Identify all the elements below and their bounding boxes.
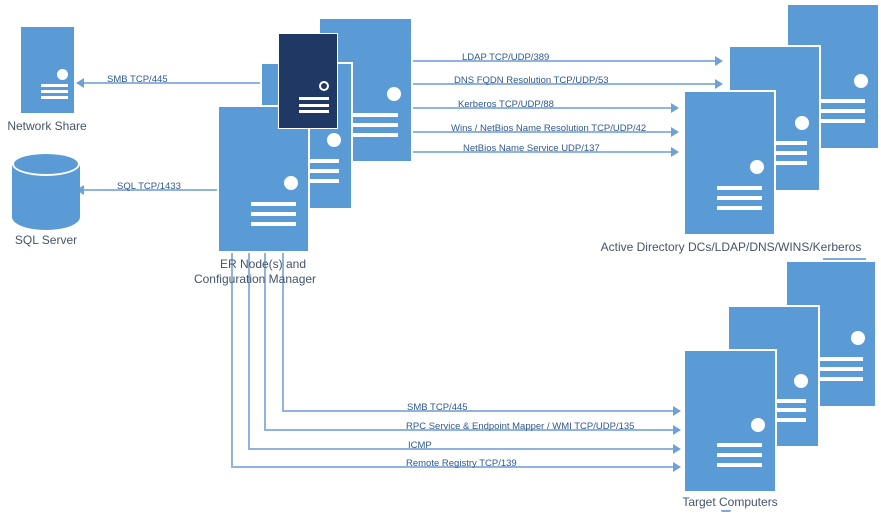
er-server-dark-icon: [278, 33, 338, 129]
arrowhead-left-icon: [76, 78, 84, 88]
connector-smb-share: [84, 82, 260, 84]
server-slot-icon: [717, 195, 762, 200]
network-share-server-icon: [19, 25, 76, 115]
connector-smb-target: [282, 410, 673, 412]
server-slot-icon: [761, 398, 806, 403]
server-slot-icon: [352, 122, 399, 127]
server-slot-icon: [251, 222, 296, 227]
server-slot-icon: [761, 408, 806, 413]
connector-remote-registry-vertical: [231, 253, 233, 467]
server-slot-icon: [717, 443, 763, 448]
server-slot-icon: [294, 159, 339, 164]
connector-ldap: [413, 60, 717, 62]
node-label-sql-server: SQL Server: [14, 233, 78, 247]
arrow-label-smb-target: SMB TCP/445: [407, 402, 468, 413]
server-slot-icon: [40, 89, 68, 93]
server-slot-icon: [820, 109, 866, 114]
arrowhead-right-icon: [673, 444, 681, 454]
arrow-label-kerberos: Kerberos TCP/UDP/88: [458, 99, 554, 110]
er-server-front-icon: [217, 105, 310, 253]
server-dot-icon: [327, 133, 342, 148]
node-label-er-nodes-line1: ER Node(s) and: [219, 257, 307, 271]
arrow-label-rpc: RPC Service & Endpoint Mapper / WMI TCP/…: [406, 421, 635, 432]
arrow-label-dns: DNS FQDN Resolution TCP/UDP/53: [454, 75, 609, 86]
server-dot-icon: [284, 176, 299, 191]
arrowhead-right-icon: [671, 127, 679, 137]
server-slot-icon: [818, 377, 863, 382]
node-label-network-share: Network Share: [7, 119, 87, 133]
arrowhead-right-icon: [673, 462, 681, 472]
server-ring-icon: [318, 81, 329, 91]
connector-rpc: [264, 429, 673, 431]
connector-netbios: [413, 151, 671, 153]
server-slot-icon: [762, 161, 807, 166]
server-slot-icon: [818, 357, 863, 362]
arrow-label-icmp: ICMP: [408, 440, 432, 451]
arrowhead-left-icon: [76, 185, 84, 195]
arrowhead-right-icon: [671, 103, 679, 113]
server-slot-icon: [298, 96, 329, 100]
er-server-back-icon: [318, 17, 413, 163]
node-label-target-computers: Target Computers: [682, 495, 778, 509]
connector-wins: [413, 131, 671, 133]
connector-icmp: [248, 448, 673, 450]
server-slot-icon: [40, 95, 68, 99]
connector-icmp-vertical: [248, 253, 250, 449]
server-dot-icon: [794, 373, 809, 388]
connector-dns: [413, 83, 717, 85]
arrowhead-right-icon: [673, 406, 681, 416]
connector-rpc-vertical: [264, 253, 266, 430]
server-slot-icon: [294, 179, 339, 184]
server-slot-icon: [40, 83, 68, 87]
server-dot-icon: [56, 69, 68, 81]
arrow-label-smb-share: SMB TCP/445: [107, 74, 168, 85]
cylinder-top: [12, 152, 80, 176]
arrowhead-right-icon: [673, 425, 681, 435]
arrow-label-sql: SQL TCP/1433: [117, 181, 181, 192]
server-slot-icon: [298, 110, 329, 114]
underline-mark: [823, 258, 866, 260]
server-slot-icon: [352, 112, 399, 117]
arrow-label-ldap: LDAP TCP/UDP/389: [462, 52, 550, 63]
server-slot-icon: [762, 151, 807, 156]
server-slot-icon: [352, 132, 399, 137]
server-slot-icon: [294, 169, 339, 174]
server-dot-icon: [795, 115, 810, 130]
server-dot-icon: [387, 87, 401, 102]
server-slot-icon: [717, 205, 762, 210]
arrow-label-remote-registry: Remote Registry TCP/139: [406, 458, 517, 469]
server-dot-icon: [750, 160, 765, 175]
server-slot-icon: [251, 202, 296, 207]
server-dot-icon: [851, 331, 866, 346]
connector-kerberos: [413, 107, 671, 109]
server-slot-icon: [762, 141, 807, 146]
server-slot-icon: [298, 103, 329, 107]
target-server-front-icon: [683, 349, 777, 493]
arrow-label-netbios: NetBios Name Service UDP/137: [463, 143, 600, 154]
ad-server-front-icon: [683, 90, 776, 236]
server-slot-icon: [761, 418, 806, 423]
connector-remote-registry: [231, 466, 673, 468]
server-dot-icon: [854, 73, 869, 88]
server-slot-icon: [717, 463, 763, 467]
node-label-active-directory: Active Directory DCs/LDAP/DNS/WINS/Kerbe…: [600, 240, 862, 254]
server-slot-icon: [717, 185, 762, 190]
underline-mark: [721, 510, 731, 512]
connector-sql: [84, 189, 217, 191]
sql-database-icon: [12, 152, 80, 230]
server-slot-icon: [820, 119, 866, 124]
arrowhead-right-icon: [671, 147, 679, 157]
server-slot-icon: [717, 453, 763, 458]
server-slot-icon: [818, 367, 863, 372]
node-label-er-nodes-line2: Configuration Manager: [193, 272, 317, 286]
server-slot-icon: [820, 99, 866, 104]
arrowhead-right-icon: [715, 56, 723, 66]
server-slot-icon: [251, 212, 296, 217]
arrowhead-right-icon: [715, 79, 723, 89]
connector-smb-target-vertical: [282, 253, 284, 411]
server-dot-icon: [751, 418, 766, 433]
arrow-label-wins: Wins / NetBios Name Resolution TCP/UDP/4…: [451, 123, 647, 134]
